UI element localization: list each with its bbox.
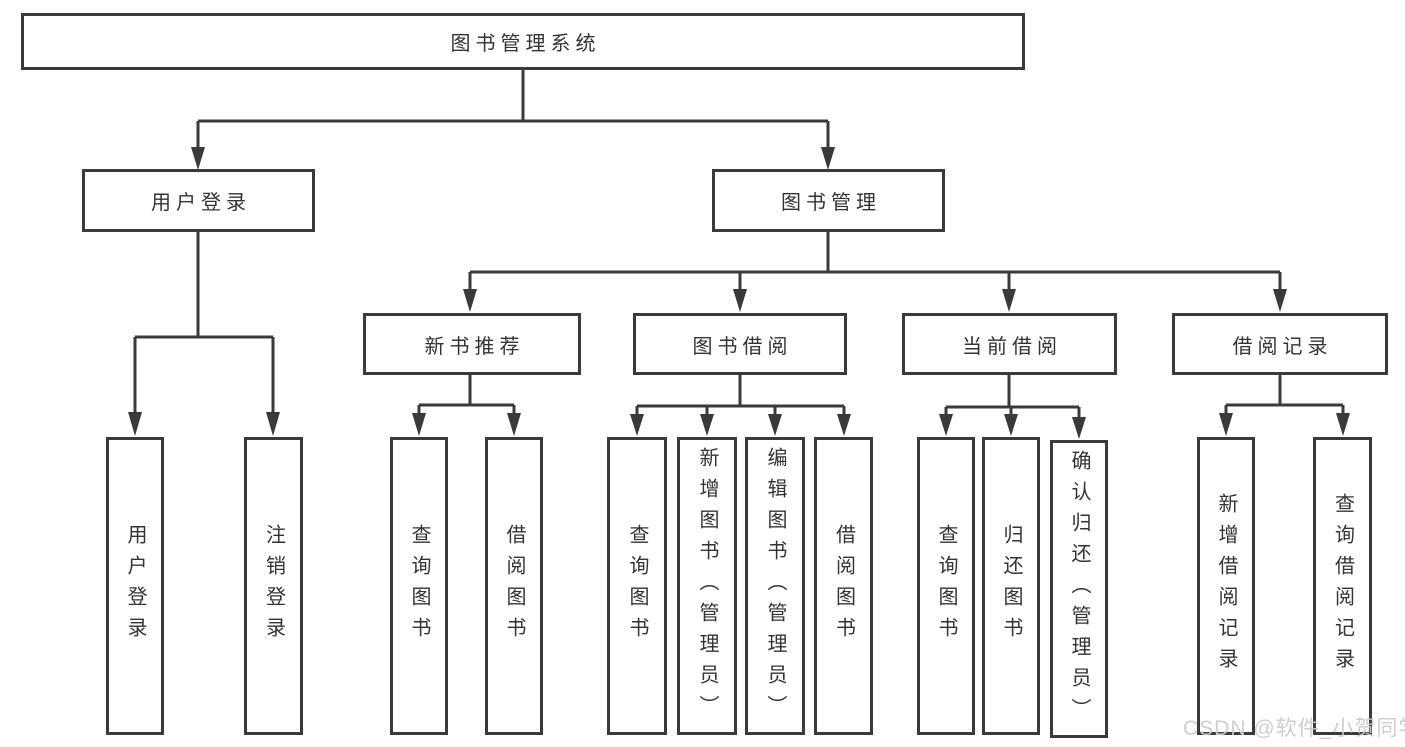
node-label: 查询图书 xyxy=(935,524,957,648)
arrowheads xyxy=(128,147,1350,439)
leaf-return-book: 归还图书 xyxy=(982,437,1040,735)
leaf-logout: 注销登录 xyxy=(244,437,303,735)
node-label: 注销登录 xyxy=(262,524,285,648)
node-label: 当前借阅 xyxy=(962,335,1062,358)
node-label: 查询图书 xyxy=(626,524,648,648)
csdn-watermark: CSDN @软件_小贺同学 xyxy=(1183,717,1405,740)
node-label: 借阅图书 xyxy=(832,524,855,648)
node-label: 用户登录 xyxy=(124,524,146,648)
leaf-borrow-books-recommend: 借阅图书 xyxy=(485,437,543,735)
node-label: 图书管理 xyxy=(781,192,881,214)
node-current-borrow: 当前借阅 xyxy=(902,313,1117,375)
node-label: 新增借阅记录 xyxy=(1215,493,1237,679)
node-label: 图书管理系统 xyxy=(450,33,601,55)
connector-strokes xyxy=(133,70,1345,417)
node-user-login: 用户登录 xyxy=(82,169,315,232)
node-label: 归还图书 xyxy=(1000,524,1022,648)
leaf-query-books-recommend: 查询图书 xyxy=(390,437,448,735)
node-label: 新增图书（管理员） xyxy=(696,446,718,726)
leaf-confirm-return-admin: 确认归还（管理员） xyxy=(1050,440,1108,738)
node-label: 新书推荐 xyxy=(424,335,525,358)
node-label: 借阅图书 xyxy=(503,524,525,648)
leaf-edit-book-admin: 编辑图书（管理员） xyxy=(745,437,805,735)
node-label: 查询借阅记录 xyxy=(1331,493,1354,679)
leaf-add-book-admin: 新增图书（管理员） xyxy=(677,437,737,735)
node-label: 图书借阅 xyxy=(692,335,793,358)
node-book-management: 图书管理 xyxy=(712,169,945,232)
node-book-borrow: 图书借阅 xyxy=(633,313,847,375)
node-borrow-records: 借阅记录 xyxy=(1172,313,1388,375)
leaf-add-borrow-record: 新增借阅记录 xyxy=(1197,437,1255,735)
node-new-book-recommend: 新书推荐 xyxy=(363,313,581,375)
leaf-query-books-borrow: 查询图书 xyxy=(607,437,667,735)
node-label: 查询图书 xyxy=(408,524,430,648)
node-label: 确认归还（管理员） xyxy=(1068,449,1090,729)
node-label: 用户登录 xyxy=(151,192,251,214)
node-label: 借阅记录 xyxy=(1232,335,1333,358)
node-library-management-system: 图书管理系统 xyxy=(21,13,1025,70)
leaf-query-borrow-record: 查询借阅记录 xyxy=(1313,437,1372,735)
leaf-borrow-books: 借阅图书 xyxy=(814,437,873,735)
leaf-user-login: 用户登录 xyxy=(106,437,164,735)
leaf-query-books-current: 查询图书 xyxy=(917,437,975,735)
node-label: 编辑图书（管理员） xyxy=(764,446,786,726)
